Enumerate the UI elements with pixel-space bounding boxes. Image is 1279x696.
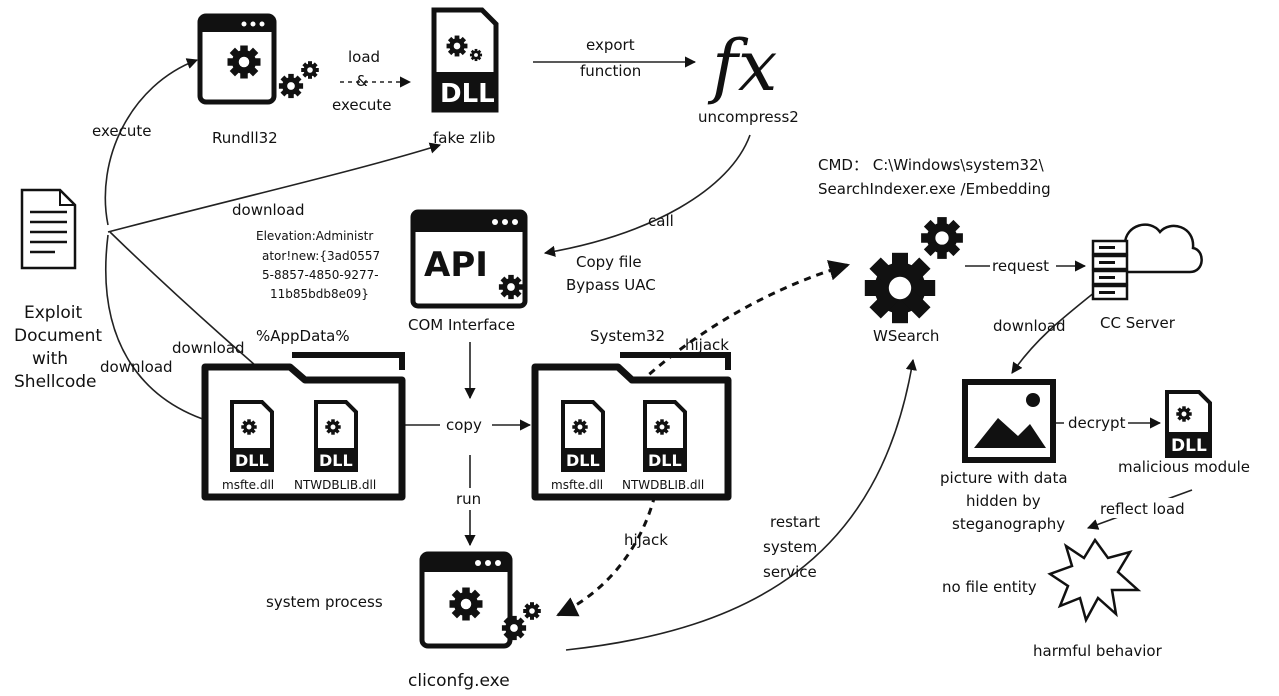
- exploit-doc-label-1: Exploit: [24, 303, 82, 323]
- cc-server-label: CC Server: [1100, 314, 1176, 332]
- com-interface-label: COM Interface: [408, 316, 515, 334]
- edge-reflect-load-label: reflect load: [1100, 500, 1185, 518]
- edge-execute: [104, 58, 199, 226]
- edge-load-label-2: &: [356, 72, 368, 90]
- edge-restart: [565, 358, 917, 651]
- fake-zlib-label: fake zlib: [433, 129, 495, 147]
- elevation-line-2: ator!new:{3ad0557: [262, 249, 380, 263]
- malicious-module-dll-icon: DLL: [1165, 390, 1212, 458]
- appdata-msfte-dll-badge: DLL: [235, 451, 269, 470]
- edge-decrypt-label: decrypt: [1068, 414, 1126, 432]
- system32-msfte-label: msfte.dll: [551, 478, 603, 492]
- edge-request-label: request: [992, 257, 1049, 275]
- edge-hijack-top-label: hijack: [685, 336, 729, 354]
- cc-server-icon: [1091, 223, 1203, 301]
- exploit-doc-label-4: Shellcode: [14, 372, 96, 392]
- appdata-ntwdblib-dll-badge: DLL: [319, 451, 353, 470]
- appdata-msfte-dll-icon: DLL: [230, 400, 274, 472]
- picture-label-2: hidden by: [966, 492, 1041, 510]
- picture-label-3: steganography: [952, 515, 1065, 533]
- appdata-ntwdblib-label: NTWDBLIB.dll: [294, 478, 376, 492]
- appdata-msfte-label: msfte.dll: [222, 478, 274, 492]
- edge-download-ntwdblib-label: download: [172, 339, 245, 357]
- exploit-doc-label-3: with: [32, 349, 68, 369]
- edge-download-zlib-label: download: [232, 201, 305, 219]
- wsearch-label: WSearch: [873, 327, 939, 345]
- edge-download-zlib: [107, 142, 442, 233]
- edge-download-msfte-label: download: [100, 358, 173, 376]
- rundll32-label: Rundll32: [212, 129, 278, 147]
- harmful-behavior-label: harmful behavior: [1033, 642, 1163, 660]
- system-process-label: system process: [266, 593, 383, 611]
- system32-msfte-dll-icon: DLL: [561, 400, 605, 472]
- system32-ntwdblib-label: NTWDBLIB.dll: [622, 478, 704, 492]
- edge-copy-label: copy: [446, 416, 482, 434]
- malicious-module-dll-badge: DLL: [1171, 436, 1207, 456]
- edge-export-label-2: function: [580, 62, 641, 80]
- edge-restart-label-2: system: [763, 538, 817, 556]
- edge-hijack-bottom: [556, 469, 662, 617]
- edge-download-cc: [1011, 291, 1096, 374]
- wsearch-icon: [864, 217, 963, 324]
- edge-call-label: call: [648, 212, 674, 230]
- cmd-line-2: SearchIndexer.exe /Embedding: [818, 180, 1051, 198]
- edge-copy-bypass-2: Bypass UAC: [566, 276, 656, 294]
- com-api-icon: API: [410, 209, 528, 309]
- fx-symbol: fx: [707, 25, 777, 107]
- edge-download-cc-label: download: [993, 317, 1066, 335]
- fake-zlib-dll-text: DLL: [440, 79, 495, 109]
- edge-run-label: run: [456, 490, 481, 508]
- malicious-module-label: malicious module: [1118, 458, 1250, 476]
- edge-restart-label-3: service: [763, 563, 817, 581]
- edge-load-label-1: load: [348, 48, 380, 66]
- elevation-line-3: 5-8857-4850-9277-: [262, 268, 379, 282]
- edge-load-label-3: execute: [332, 96, 391, 114]
- api-text: API: [424, 245, 488, 285]
- cliconfg-label: cliconfg.exe: [408, 671, 510, 691]
- system32-label: System32: [590, 327, 665, 345]
- edge-call: [543, 134, 751, 257]
- rundll32-icon: [197, 13, 319, 105]
- system32-msfte-dll-badge: DLL: [566, 451, 600, 470]
- edge-export-label-1: export: [586, 36, 635, 54]
- system32-ntwdblib-dll-icon: DLL: [643, 400, 687, 472]
- elevation-line-4: 11b85bdb8e09}: [270, 287, 369, 301]
- edge-copy-bypass-1: Copy file: [576, 253, 642, 271]
- explosion-icon: [1047, 537, 1142, 624]
- edge-restart-label-1: restart: [770, 513, 820, 531]
- exploit-doc-label-2: Document: [14, 326, 102, 346]
- fake-zlib-dll-icon: DLL: [431, 7, 499, 113]
- edge-hijack-bottom-label: hijack: [624, 531, 668, 549]
- cliconfg-icon: [419, 551, 541, 649]
- no-file-entity-label: no file entity: [942, 578, 1037, 596]
- document-icon: [20, 188, 77, 270]
- picture-label-1: picture with data: [940, 469, 1068, 487]
- cmd-line-1: CMD： C:\Windows\system32\: [818, 156, 1045, 174]
- edge-execute-label: execute: [92, 122, 151, 140]
- appdata-ntwdblib-dll-icon: DLL: [314, 400, 358, 472]
- uncompress2-label: uncompress2: [698, 108, 799, 126]
- system32-ntwdblib-dll-badge: DLL: [648, 451, 682, 470]
- appdata-label: %AppData%: [256, 327, 350, 345]
- elevation-line-1: Elevation:Administr: [256, 229, 373, 243]
- picture-icon: [962, 379, 1056, 463]
